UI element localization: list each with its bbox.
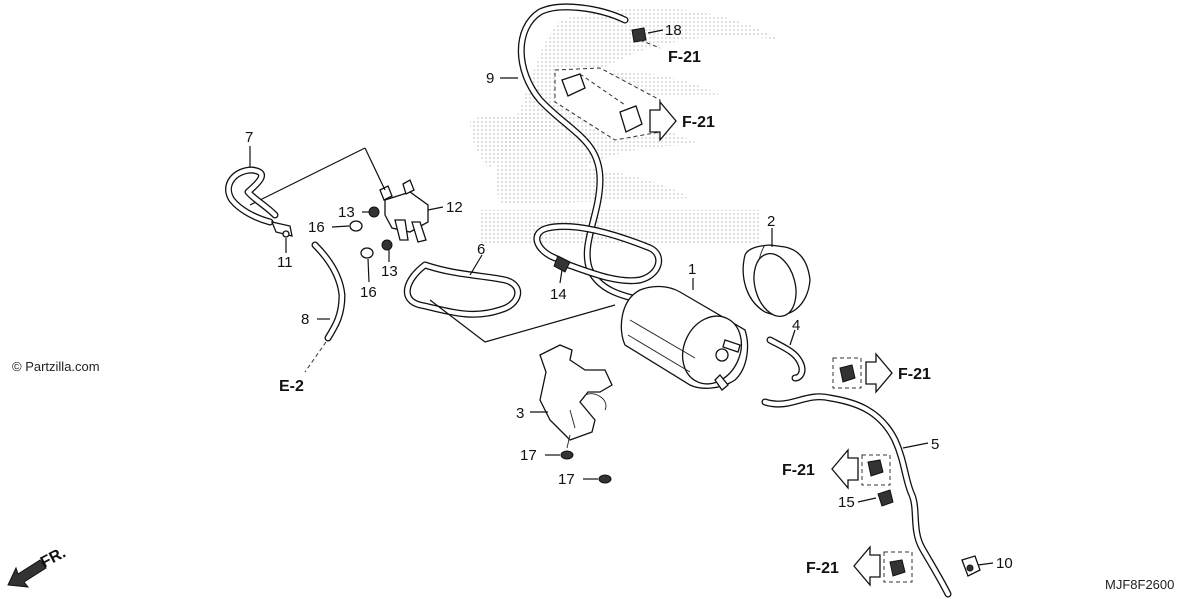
clip-15 [877,489,894,507]
callout-15: 15 [838,494,855,511]
callout-18: 18 [665,22,682,39]
ref-f21-left-2 [853,545,913,587]
callout-10: 10 [996,555,1013,572]
callout-16a: 16 [308,219,325,236]
ref-f21-top: F-21 [668,49,701,66]
canister-1 [620,285,749,391]
brand-wing-watermark [470,8,780,245]
callout-12: 12 [446,199,463,216]
ref-f21-right-1 [832,352,893,394]
callout-13b: 13 [381,263,398,280]
callout-9: 9 [486,70,494,87]
ref-e2: E-2 [279,378,304,395]
nut-13a [368,206,380,218]
callout-8: 8 [301,311,309,328]
clip-18 [631,27,661,49]
nut-17b [598,474,612,484]
callout-leaders [249,29,994,566]
ref-f21-mid: F-21 [682,114,715,131]
watermark-text: © Partzilla.com [12,359,100,374]
nut-13b [381,239,393,251]
fitting-11 [270,221,293,238]
hose-8 [304,241,346,373]
hose-loop-14 [533,222,663,285]
callout-13a: 13 [338,204,355,221]
bracket-3 [539,344,613,441]
callout-16b: 16 [360,284,377,301]
ref-f21-left-1 [831,448,891,490]
hose-7 [225,166,279,226]
callout-17a: 17 [520,447,537,464]
ref-f21-left-a: F-21 [782,462,815,479]
front-direction-arrow: FR. [7,544,69,588]
hose-5 [761,393,952,598]
ref-f21-left-b: F-21 [806,560,839,577]
callout-7: 7 [245,129,253,146]
ref-f21-mid-arrow [649,100,677,142]
nut-17a [560,450,574,460]
callout-14: 14 [550,286,567,303]
band-2 [742,244,811,317]
hose-6 [403,261,521,318]
nut-16a [349,220,363,232]
callout-17b: 17 [558,471,575,488]
clip-10 [961,555,981,577]
callout-1: 1 [688,261,696,278]
diagram-code: MJF8F2600 [1105,577,1174,592]
ref-f21-right: F-21 [898,366,931,383]
callout-2: 2 [767,213,775,230]
nut-16b [360,247,374,259]
callout-11: 11 [277,254,293,271]
callout-3: 3 [516,405,524,422]
clip-group-top [554,67,661,141]
tube-4 [766,336,806,382]
callout-4: 4 [792,317,800,334]
callout-6: 6 [477,241,485,258]
solenoid-valve-12 [379,179,429,243]
callout-5: 5 [931,436,939,453]
